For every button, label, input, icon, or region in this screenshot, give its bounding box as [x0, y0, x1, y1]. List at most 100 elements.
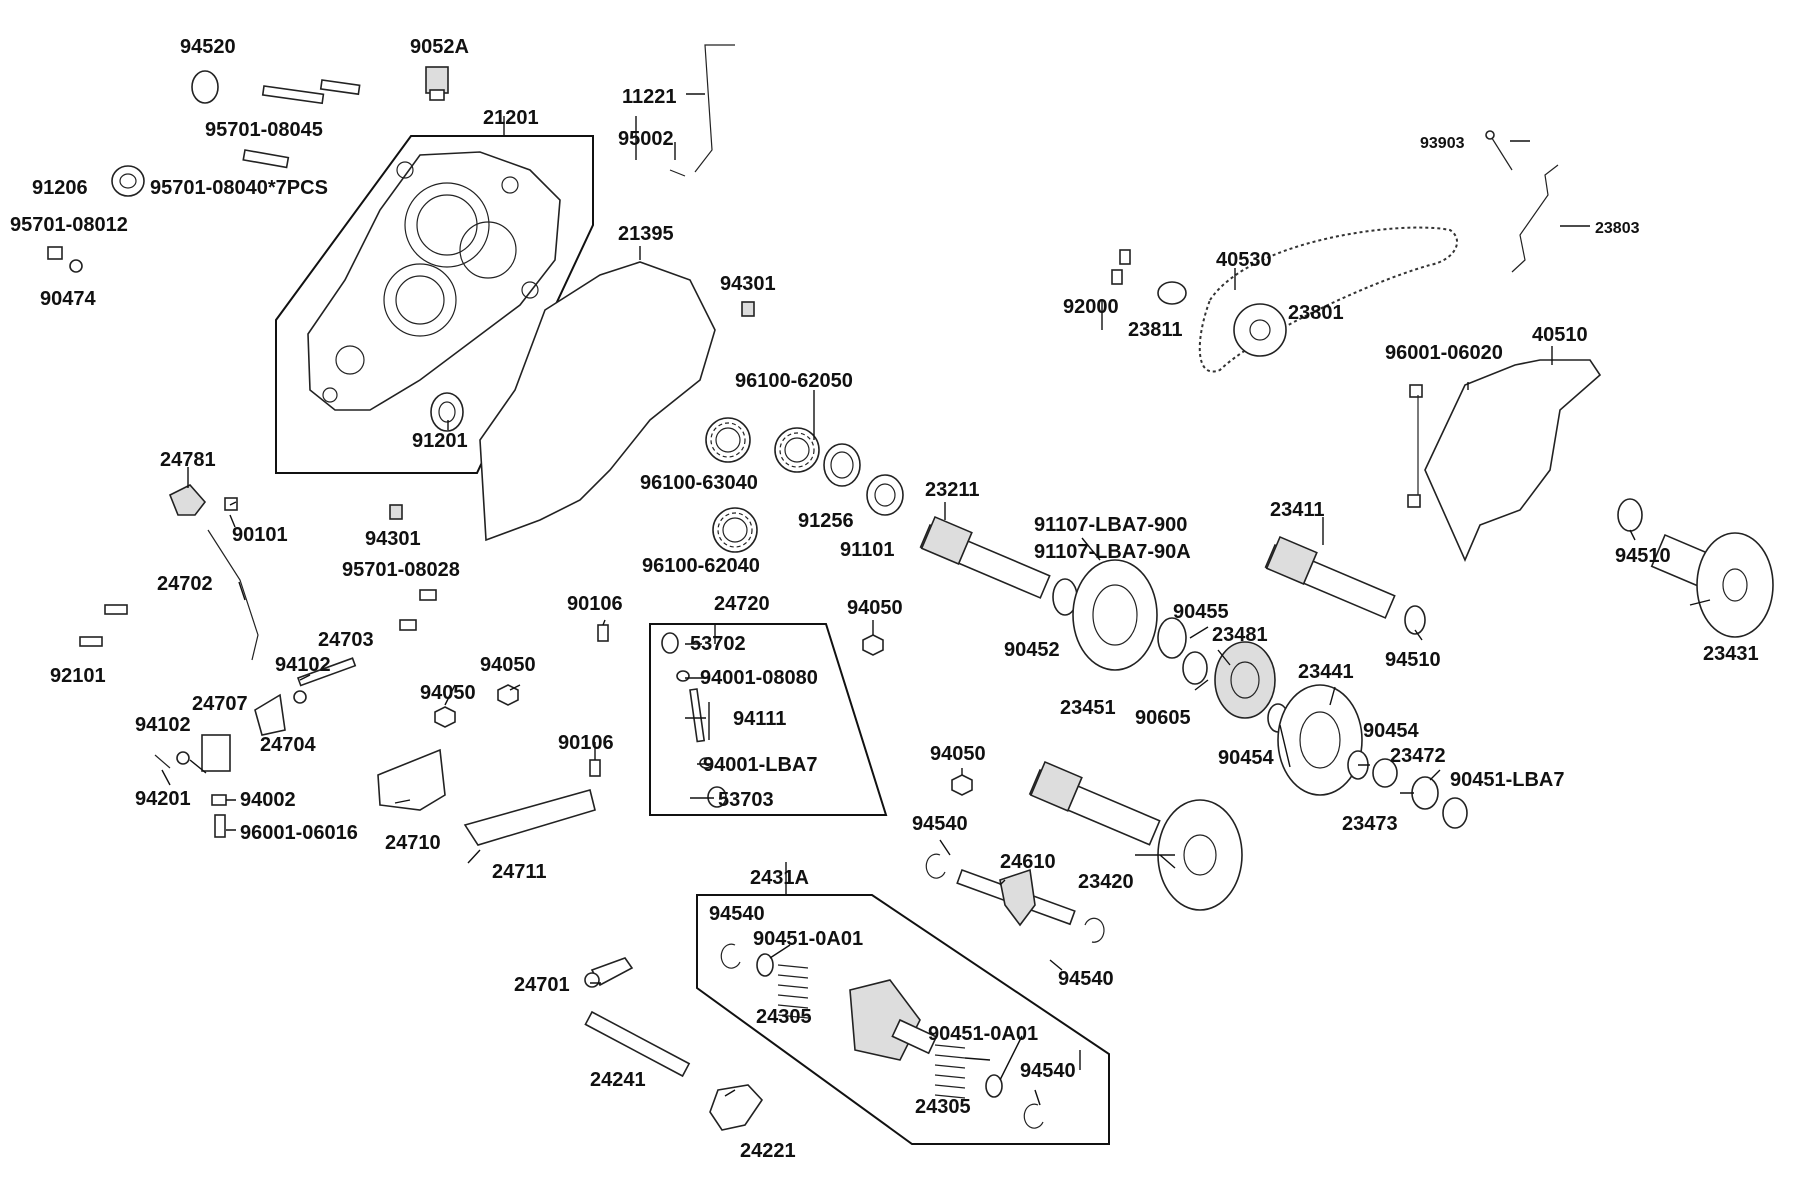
- label-23472: 23472: [1390, 745, 1446, 767]
- gearbox-cover-21201: [307, 151, 561, 411]
- label-94050-a: 94050: [847, 597, 903, 619]
- label-90106-a: 90106: [567, 593, 623, 615]
- circlip-94520: [191, 70, 219, 104]
- bolt-93903: [1485, 130, 1513, 171]
- label-2431A: 2431A: [750, 867, 809, 889]
- bracket-24704: [254, 693, 286, 736]
- label-94540-d: 94540: [1020, 1060, 1076, 1082]
- label-96100-62050: 96100-62050: [735, 370, 853, 392]
- bearing-91101: [866, 474, 904, 516]
- label-24701: 24701: [514, 974, 570, 996]
- label-24221: 24221: [740, 1140, 796, 1162]
- leaders: [161, 93, 1711, 1106]
- pin-94301-a: [741, 301, 755, 317]
- nut-94050-c: [497, 684, 519, 706]
- shift-drum-24310: [849, 979, 938, 1061]
- label-23803: 23803: [1595, 220, 1640, 237]
- label-94301-a: 94301: [720, 273, 776, 295]
- washer-90451-LBA7: [1442, 797, 1468, 829]
- label-24305-b: 24305: [915, 1096, 971, 1118]
- pin-24703: [296, 657, 357, 687]
- label-95701-08040: 95701-08040*7PCS: [150, 177, 328, 199]
- label-91107-LBA7-900: 91107-LBA7-900: [1034, 514, 1187, 536]
- block-24707: [201, 734, 231, 772]
- label-94002: 94002: [240, 789, 296, 811]
- label-23451: 23451: [1060, 697, 1116, 719]
- spring-24305-b: [934, 1044, 966, 1099]
- label-23441: 23441: [1298, 661, 1354, 683]
- label-90474: 90474: [40, 288, 96, 310]
- seal-91256: [823, 443, 861, 487]
- label-23431: 23431: [1703, 643, 1759, 665]
- label-94050-b: 94050: [480, 654, 536, 676]
- label-53702: 53702: [690, 633, 746, 655]
- gear-23431: [1650, 532, 1774, 638]
- arm-24711: [463, 789, 596, 846]
- label-91101: 91101: [840, 539, 895, 561]
- label-23801: 23801: [1288, 302, 1344, 324]
- label-24781: 24781: [160, 449, 216, 471]
- label-94540-a: 94540: [912, 813, 968, 835]
- circlip-94510-a: [1617, 498, 1643, 532]
- circlip-94540-c: [720, 943, 741, 969]
- label-23411: 23411: [1270, 499, 1325, 521]
- bolt-95701-08028: [399, 589, 437, 631]
- label-95701-08012: 95701-08012: [10, 214, 128, 236]
- bolt-95701-08012: [47, 246, 63, 260]
- fork-24221: [709, 1084, 764, 1131]
- circlip-94540-b: [1084, 917, 1105, 943]
- seal-91206: [111, 165, 145, 197]
- shaft-24241: [584, 1010, 691, 1078]
- bearing-96100-62040: [712, 507, 758, 553]
- nut-94050-d: [951, 774, 973, 796]
- bolt-96001-06020: [1407, 384, 1423, 508]
- detent-24720: [661, 632, 727, 808]
- pin-95002: [669, 169, 686, 177]
- label-90454-b: 90454: [1218, 747, 1274, 769]
- label-40510: 40510: [1532, 324, 1588, 346]
- label-24702: 24702: [157, 573, 213, 595]
- label-90451-0A01-b: 90451-0A01: [928, 1023, 1038, 1045]
- frame-24720: [649, 623, 888, 816]
- shaft-23420: [1028, 760, 1243, 911]
- nut-94050-a: [862, 634, 884, 656]
- gear-23451: [1072, 559, 1158, 671]
- label-94111: 94111: [733, 708, 786, 730]
- label-24241: 24241: [590, 1069, 646, 1091]
- bolt-90106-b: [589, 759, 601, 777]
- label-95701-08045: 95701-08045: [205, 119, 323, 141]
- label-94520: 94520: [180, 36, 236, 58]
- label-9052A: 9052A: [410, 36, 469, 58]
- label-90101: 90101: [232, 524, 288, 546]
- label-53703: 53703: [718, 789, 774, 811]
- lever-24781: [168, 484, 207, 516]
- plug-9052A: [425, 66, 449, 101]
- label-95701-08028: 95701-08028: [342, 559, 460, 581]
- label-90451-0A01-a: 90451-0A01: [753, 928, 863, 950]
- pin-94201: [154, 754, 171, 769]
- nut-94050-b: [434, 706, 456, 728]
- label-21201: 21201: [483, 107, 539, 129]
- label-11221: 11221: [622, 86, 677, 108]
- label-90454-a: 90454: [1363, 720, 1419, 742]
- chain-40530: [1198, 226, 1459, 373]
- washer-90455: [1157, 617, 1187, 659]
- label-90605: 90605: [1135, 707, 1191, 729]
- label-90451-LBA7: 90451-LBA7: [1450, 769, 1565, 791]
- bolt-96001-06016: [214, 814, 226, 838]
- label-24710: 24710: [385, 832, 441, 854]
- shaft-24610: [956, 868, 1076, 927]
- label-94050-c: 94050: [420, 682, 476, 704]
- label-96001-06020: 96001-06020: [1385, 342, 1503, 364]
- cover-40510: [1424, 359, 1602, 562]
- label-94510-b: 94510: [1385, 649, 1441, 671]
- shaft-23211: [919, 515, 1051, 599]
- label-96100-62040: 96100-62040: [642, 555, 760, 577]
- label-23481: 23481: [1212, 624, 1268, 646]
- label-93903: 93903: [1420, 135, 1465, 152]
- label-96001-06016: 96001-06016: [240, 822, 358, 844]
- label-23473: 23473: [1342, 813, 1398, 835]
- circlip-94540-d: [1023, 1103, 1044, 1129]
- label-94510-a: 94510: [1615, 545, 1671, 567]
- label-91256: 91256: [798, 510, 854, 532]
